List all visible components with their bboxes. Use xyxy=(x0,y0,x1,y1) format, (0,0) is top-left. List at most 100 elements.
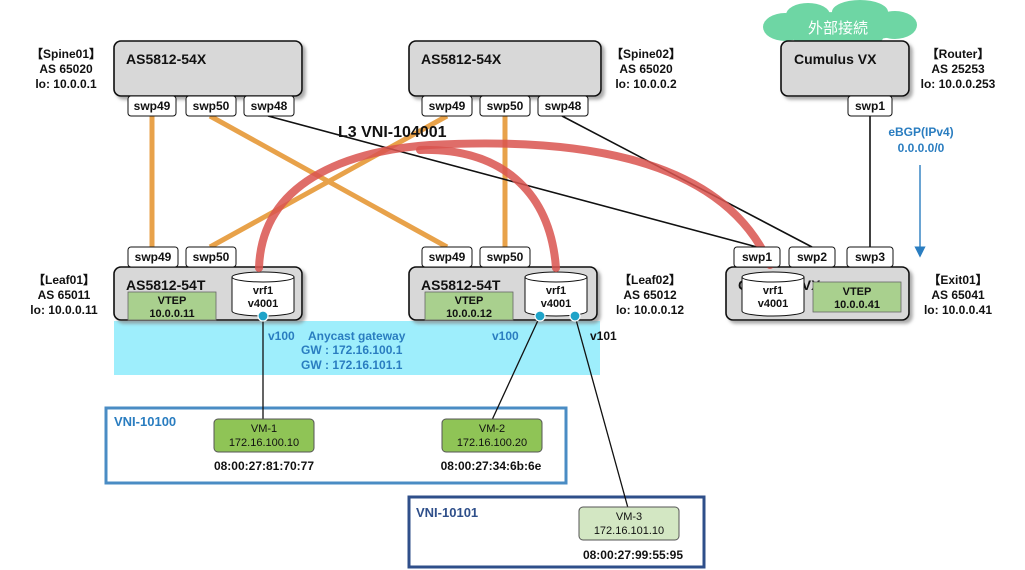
vm1-mac: 08:00:27:81:70:77 xyxy=(214,459,314,473)
spine-leaf-links xyxy=(149,113,508,250)
leaf02-vrf-name: vrf1 xyxy=(546,285,566,297)
spine02-port-swp50-label: swp50 xyxy=(487,99,524,113)
leaf01-vrf-name: vrf1 xyxy=(253,285,273,297)
anycast-gw1: GW : 172.16.100.1 xyxy=(301,343,403,357)
ebgp-line1: eBGP(IPv4) xyxy=(888,125,953,139)
exit01-port-swp1-label: swp1 xyxy=(742,250,772,264)
cloud-label: 外部接続 xyxy=(808,19,868,37)
exit01-vrf-vlan: v4001 xyxy=(758,298,789,310)
leaf02-port-swp49-label: swp49 xyxy=(429,250,466,264)
spine01-port-swp49-label: swp49 xyxy=(134,99,171,113)
spine01-port-swp48-label: swp48 xyxy=(251,99,288,113)
spine02-switch[interactable] xyxy=(408,40,602,97)
vm3-ip: 172.16.101.10 xyxy=(594,525,664,537)
leaf01-vtep-title: VTEP xyxy=(158,295,187,307)
leaf02-ports: swp49 swp50 xyxy=(421,246,531,268)
spine02-info-as: AS 65020 xyxy=(619,62,673,76)
exit01-info-lo: lo: 10.0.0.41 xyxy=(924,303,992,317)
vm2-box[interactable] xyxy=(441,418,543,453)
leaf02-vtep-ip: 10.0.0.12 xyxy=(446,308,492,320)
exit01-info-as: AS 65041 xyxy=(931,288,985,302)
leaf01-vtep-ip: 10.0.0.11 xyxy=(149,308,194,320)
spine01-info-lo: lo: 10.0.0.1 xyxy=(35,77,97,91)
leaf02-v100-port xyxy=(534,310,546,322)
exit01-vrf-name: vrf1 xyxy=(763,285,783,297)
l3vni-label: L3 VNI-104001 xyxy=(338,124,447,141)
vni-10100-box xyxy=(104,406,568,485)
leaf01-vrf-vlan: v4001 xyxy=(248,298,279,310)
leaf01-port-swp49-label: swp49 xyxy=(135,250,172,264)
ebgp-line2: 0.0.0.0/0 xyxy=(898,141,945,155)
leaf01-info-lo: lo: 10.0.0.11 xyxy=(30,303,98,317)
spine02-info-lo: lo: 10.0.0.2 xyxy=(615,77,677,91)
exit01-port-swp2-label: swp2 xyxy=(797,250,827,264)
vni10100-label: VNI-10100 xyxy=(114,414,176,429)
leaf02-vtep xyxy=(424,291,514,321)
spine01-info-as: AS 65020 xyxy=(39,62,93,76)
spine01-port-swp50-label: swp50 xyxy=(193,99,230,113)
vm2-ip: 172.16.100.20 xyxy=(457,437,527,449)
leaf01-v100-label: v100 xyxy=(268,329,295,343)
vm3-mac: 08:00:27:99:55:95 xyxy=(583,548,683,562)
router-switch[interactable] xyxy=(780,40,910,97)
exit01-ports: swp1 swp2 swp3 xyxy=(733,246,894,268)
anycast-title: Anycast gateway xyxy=(308,329,406,343)
leaf01-v100-port xyxy=(257,310,269,322)
l3vni-arc xyxy=(255,139,774,272)
router-ports: swp1 xyxy=(847,95,893,117)
leaf01-info-title: 【Leaf01】 xyxy=(33,272,95,287)
exit01-port-swp3-label: swp3 xyxy=(855,250,885,264)
spine01-ports: swp49 swp50 swp48 xyxy=(127,95,295,117)
spine01-port-swp49[interactable] xyxy=(127,95,177,117)
spine01-port-swp50[interactable] xyxy=(185,95,237,117)
spine02-ports: swp49 swp50 swp48 xyxy=(421,95,589,117)
spine02-model: AS5812-54X xyxy=(421,51,502,67)
leaf02-port-swp49[interactable] xyxy=(421,246,473,268)
vm1-name: VM-1 xyxy=(251,423,277,435)
leaf02-info-lo: lo: 10.0.0.12 xyxy=(616,303,684,317)
leaf02-model: AS5812-54T xyxy=(421,277,501,293)
vm1-box[interactable] xyxy=(213,418,315,453)
vm1-ip: 172.16.100.10 xyxy=(229,437,299,449)
exit01-port-swp3[interactable] xyxy=(846,246,894,268)
exit01-info-title: 【Exit01】 xyxy=(928,272,987,287)
spine01-port-swp48[interactable] xyxy=(243,95,295,117)
router-port-swp1[interactable] xyxy=(847,95,893,117)
router-info-lo: lo: 10.0.0.253 xyxy=(921,77,996,91)
exit01-port-swp2[interactable] xyxy=(788,246,836,268)
leaf02-port-swp50[interactable] xyxy=(479,246,531,268)
leaf01-vtep xyxy=(127,291,217,321)
spine02-port-swp49[interactable] xyxy=(421,95,473,117)
exit01-vrf-cylinder xyxy=(741,271,805,317)
spine02-port-swp50[interactable] xyxy=(479,95,531,117)
leaf02-vrf-cylinder xyxy=(524,271,588,317)
spine01-switch[interactable] xyxy=(113,40,303,97)
leaf02-vrf-vlan: v4001 xyxy=(541,298,572,310)
leaf02-vtep-title: VTEP xyxy=(455,295,484,307)
vm2-name: VM-2 xyxy=(479,423,505,435)
exit01-port-swp1[interactable] xyxy=(733,246,781,268)
router-info-as: AS 25253 xyxy=(931,62,985,76)
leaf01-info-as: AS 65011 xyxy=(38,288,91,302)
exit01-vtep xyxy=(812,281,902,313)
leaf02-v101-port xyxy=(569,310,581,322)
vm3-box[interactable] xyxy=(578,506,680,541)
vni10101-label: VNI-10101 xyxy=(416,505,478,520)
spine01-model: AS5812-54X xyxy=(126,51,207,67)
vni-10101-box xyxy=(407,495,706,569)
leaf02-v101-label: v101 xyxy=(590,329,617,343)
spine02-port-swp48[interactable] xyxy=(537,95,589,117)
l3vni-arc-leaf02 xyxy=(416,145,560,272)
anycast-gw2: GW : 172.16.101.1 xyxy=(301,358,403,372)
spine02-port-swp48-label: swp48 xyxy=(545,99,582,113)
leaf01-model: AS5812-54T xyxy=(126,277,206,293)
exit01-vtep-ip: 10.0.0.41 xyxy=(834,299,880,311)
router-model: Cumulus VX xyxy=(794,51,877,67)
leaf01-port-swp50[interactable] xyxy=(185,246,237,268)
vm2-mac: 08:00:27:34:6b:6e xyxy=(441,459,542,473)
leaf02-v100-label: v100 xyxy=(492,329,519,343)
leaf01-port-swp49[interactable] xyxy=(127,246,179,268)
spine02-info-title: 【Spine02】 xyxy=(611,46,681,61)
router-port-swp1-label: swp1 xyxy=(855,99,885,113)
